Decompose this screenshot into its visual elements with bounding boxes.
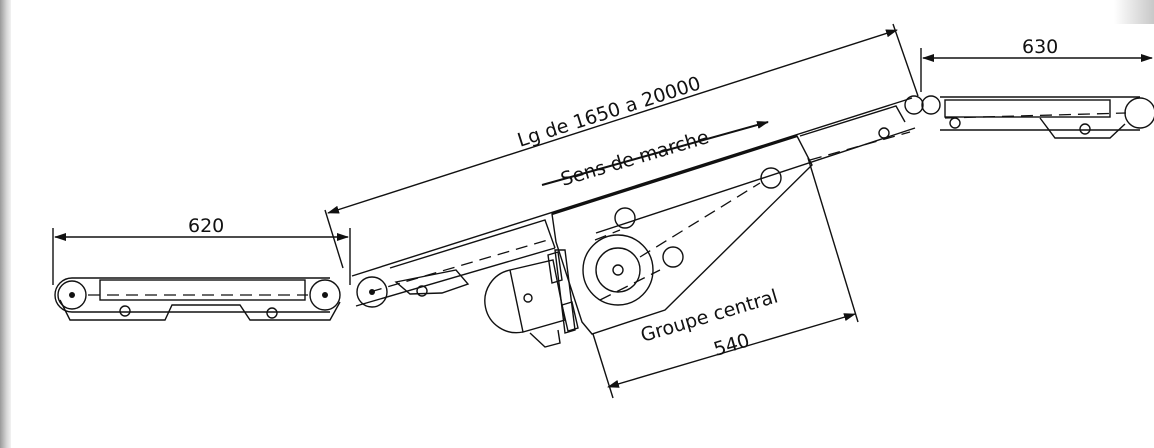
direction-arrow	[541, 121, 769, 186]
inclined-section	[351, 97, 916, 308]
page-edge-shadow	[0, 0, 11, 448]
dimension-right	[920, 48, 1153, 92]
dimension-central	[592, 157, 859, 399]
corner-shadow	[1114, 0, 1154, 24]
direction-label: Sens de marche	[558, 126, 711, 191]
central-group-label: Groupe central	[638, 285, 780, 346]
dim-620-label: 620	[188, 215, 224, 237]
central-group	[484, 135, 813, 348]
left-section	[54, 277, 341, 321]
right-section	[904, 95, 1154, 139]
dimension-length	[324, 23, 919, 269]
dim-540-label: 540	[711, 329, 752, 360]
dim-630-label: 630	[1022, 36, 1058, 58]
dimension-left	[52, 228, 351, 285]
